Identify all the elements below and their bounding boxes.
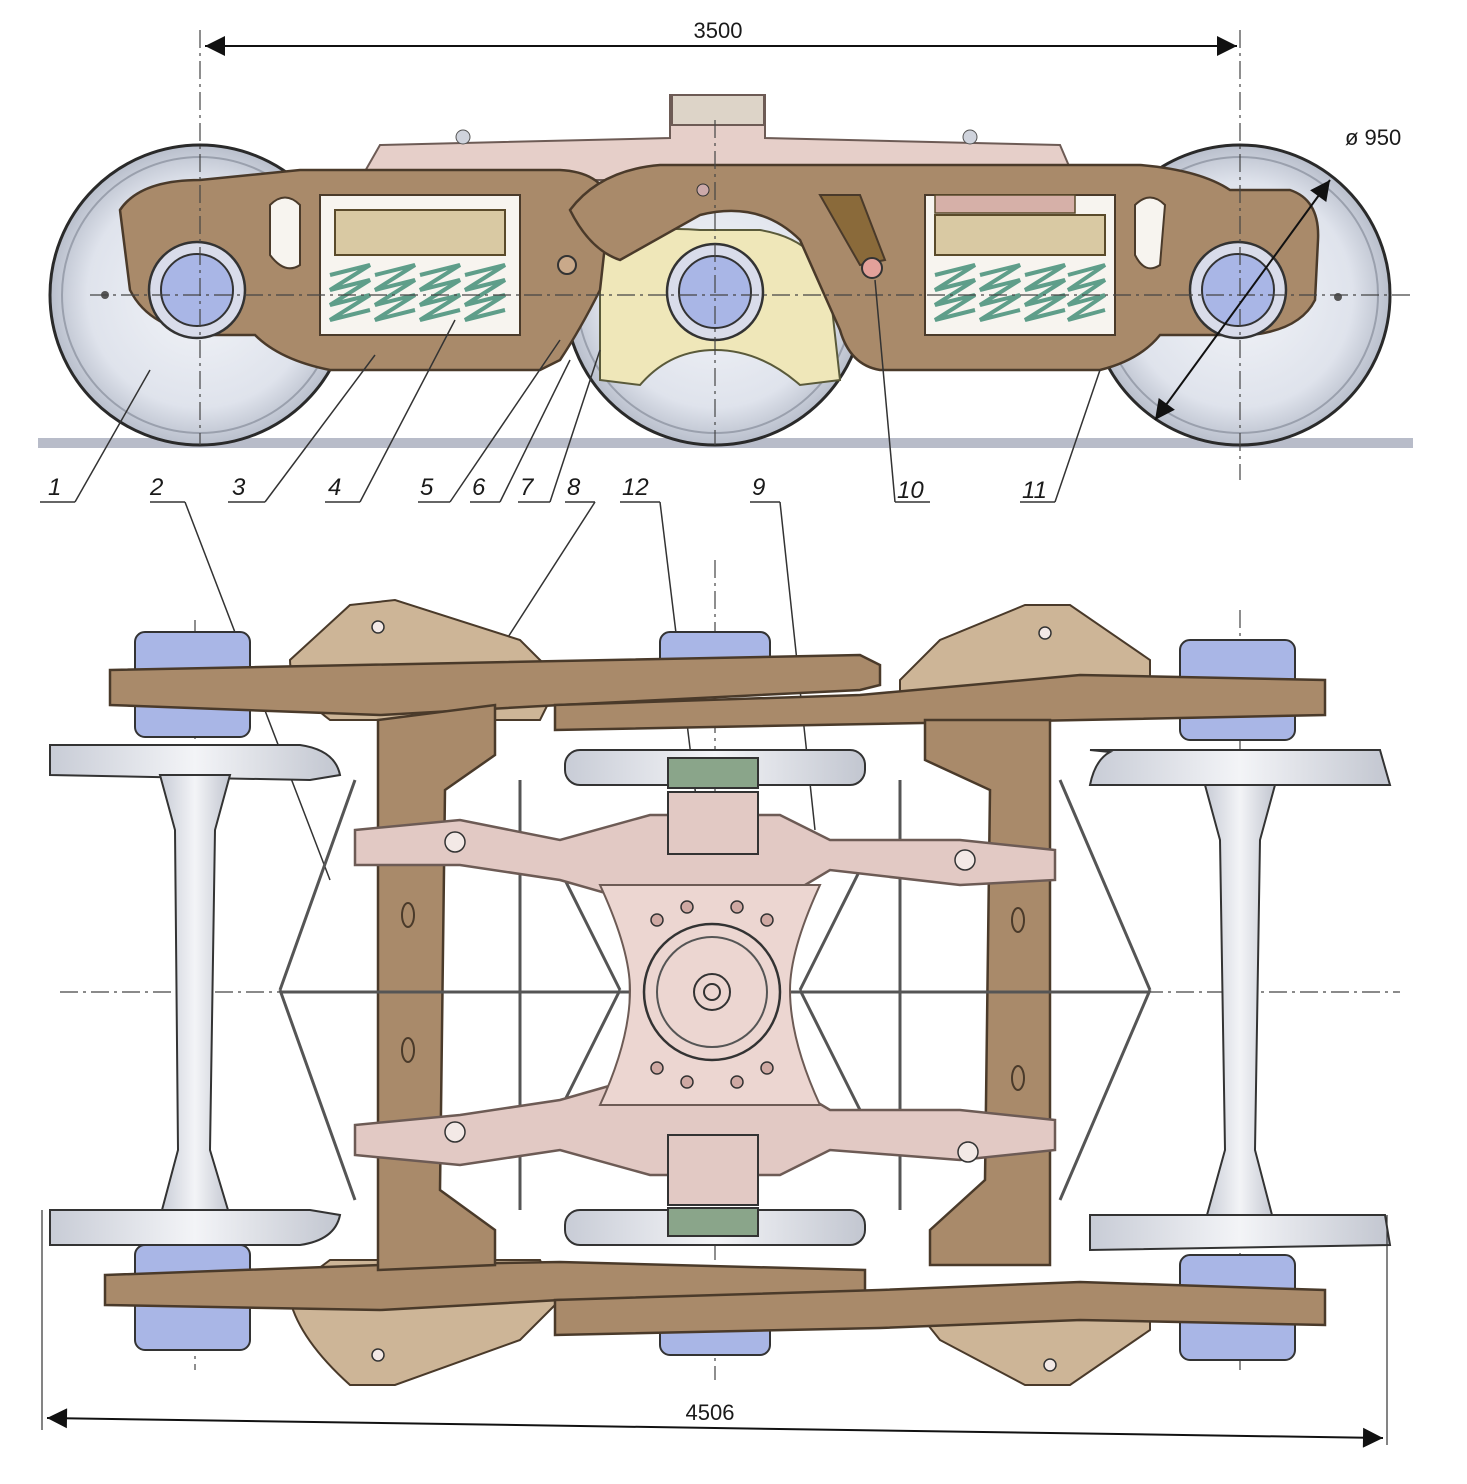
- dimension-wheel-diameter: ø 950: [1154, 125, 1401, 421]
- plan-side-frame-bottom-right: [553, 1280, 1327, 1337]
- callout-5: 5: [420, 474, 434, 501]
- overall-length-label: 4506: [686, 1400, 735, 1425]
- callout-8: 8: [567, 474, 581, 501]
- axlebox-right: [1188, 240, 1288, 340]
- bolster-top: [358, 94, 1077, 181]
- wheelbase-label: 3500: [694, 18, 743, 43]
- wheelset-left: [49, 744, 342, 1246]
- wheel-diameter-label: ø 950: [1345, 125, 1401, 150]
- callout-11: 11: [1022, 477, 1047, 504]
- callout-2: 2: [149, 474, 163, 501]
- plan-side-frame-top-right: [553, 673, 1327, 732]
- callout-7: 7: [520, 474, 535, 501]
- callout-3: 3: [232, 474, 246, 501]
- center-plate: [671, 94, 765, 126]
- callout-10: 10: [897, 477, 924, 504]
- plan-view: [49, 560, 1400, 1386]
- center-pivot: [642, 922, 782, 1062]
- callout-12: 12: [622, 474, 649, 501]
- callout-1: 1: [48, 474, 61, 501]
- callout-9: 9: [752, 474, 765, 501]
- dimension-overall-length: 4506: [41, 1210, 1388, 1448]
- transverse-beam-left: [376, 703, 497, 1272]
- dimension-wheelbase: 3500: [205, 18, 1237, 56]
- springs-left: [328, 263, 507, 322]
- callout-6: 6: [472, 474, 486, 501]
- side-view: [38, 30, 1413, 480]
- plan-side-frame-top-left: [108, 653, 882, 717]
- wheelset-right: [1088, 749, 1392, 1252]
- axlebox-left: [147, 240, 247, 340]
- springs-right: [933, 263, 1107, 322]
- callout-labels: 1 2 3 4 5 6 7 8 12 9 10 11: [48, 474, 1047, 504]
- callout-4: 4: [328, 474, 341, 501]
